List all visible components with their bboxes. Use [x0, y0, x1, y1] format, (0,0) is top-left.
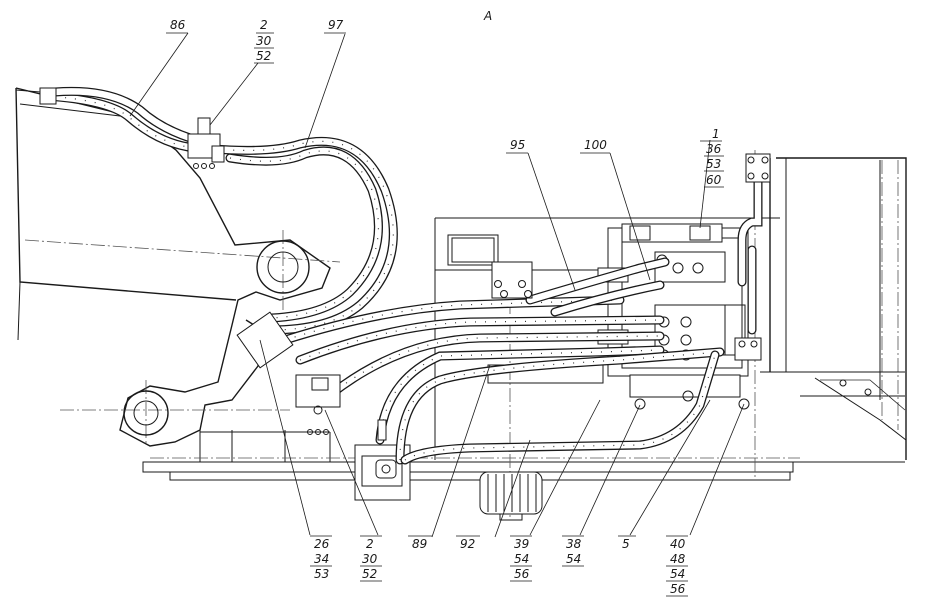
svg-text:56: 56 [670, 582, 686, 596]
svg-text:5: 5 [622, 537, 630, 551]
svg-text:38: 38 [566, 537, 582, 551]
callout-38-54: 38 54 [562, 535, 584, 567]
svg-text:54: 54 [566, 552, 581, 566]
boom-pivot-upper [256, 240, 310, 294]
svg-text:30: 30 [362, 552, 378, 566]
hose-upper-main [15, 86, 398, 335]
svg-text:52: 52 [256, 49, 271, 63]
svg-text:39: 39 [514, 537, 529, 551]
hose-bundle [280, 257, 725, 465]
callout-40-48-54-56: 40 48 54 56 [666, 535, 688, 597]
upper-valve-fitting [187, 117, 225, 169]
svg-text:40: 40 [670, 537, 686, 551]
svg-text:1: 1 [712, 127, 720, 141]
callout-39-54-56: 39 54 56 [510, 535, 532, 582]
callout-97: 97 [324, 18, 346, 34]
callout-2-30-52-top: 2 30 52 [254, 18, 274, 64]
svg-text:36: 36 [706, 142, 722, 156]
callout-100: 100 [580, 138, 610, 154]
svg-text:97: 97 [328, 18, 344, 32]
boom-pivot-lower [123, 390, 169, 436]
callout-89: 89 [408, 535, 432, 551]
callout-26-34-53: 26 34 53 [310, 535, 332, 581]
svg-text:92: 92 [460, 537, 475, 551]
callout-1-36-53-60: 1 36 53 60 [700, 127, 724, 188]
fan-housing [479, 471, 543, 521]
svg-text:26: 26 [314, 537, 330, 551]
callout-95: 95 [506, 138, 528, 154]
boom-arm [15, 87, 341, 447]
view-label: A [483, 9, 492, 23]
svg-text:2: 2 [366, 537, 374, 551]
svg-text:2: 2 [260, 18, 268, 32]
callout-86: 86 [166, 18, 188, 34]
callout-92: 92 [456, 535, 480, 551]
svg-text:86: 86 [170, 18, 186, 32]
svg-text:53: 53 [706, 157, 721, 171]
right-housing [760, 157, 907, 460]
svg-text:95: 95 [510, 138, 525, 152]
svg-text:30: 30 [256, 34, 272, 48]
svg-text:89: 89 [412, 537, 427, 551]
svg-text:34: 34 [314, 552, 329, 566]
svg-text:54: 54 [514, 552, 529, 566]
svg-text:60: 60 [706, 173, 722, 187]
svg-text:52: 52 [362, 567, 377, 581]
svg-text:100: 100 [584, 138, 607, 152]
hose-right-riser [734, 153, 771, 361]
svg-text:56: 56 [514, 567, 530, 581]
svg-text:54: 54 [670, 567, 685, 581]
svg-text:48: 48 [670, 552, 686, 566]
callout-5: 5 [618, 535, 636, 551]
svg-text:53: 53 [314, 567, 329, 581]
callout-2-30-52-bottom: 2 30 52 [360, 535, 382, 582]
mid-fittings [236, 261, 533, 479]
leader-lines [129, 32, 745, 538]
